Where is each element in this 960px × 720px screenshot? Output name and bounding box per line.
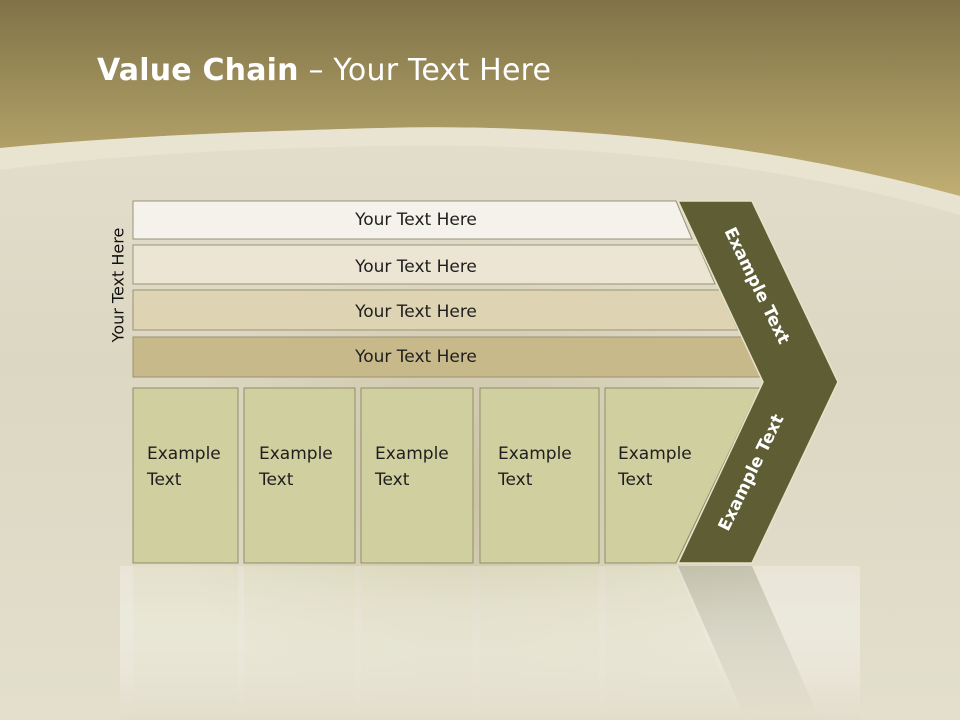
column-2-line1: Example [259, 444, 333, 464]
column-2 [243, 387, 356, 564]
side-vertical-label: Your Text Here [108, 227, 128, 343]
title-bold: Value Chain [97, 53, 299, 88]
column-1-line2: Text [146, 470, 182, 490]
column-5 [604, 387, 761, 564]
columns-group: Example Text Example Text Example Text E… [132, 387, 761, 564]
column-5-line1: Example [618, 444, 692, 464]
band-1 [132, 200, 693, 240]
column-2-line2: Text [258, 470, 294, 490]
column-1 [132, 387, 239, 564]
chevron-arrow [676, 200, 839, 564]
header-swoosh [0, 127, 960, 215]
page-title: Value Chain – Your Text Here [97, 53, 551, 88]
column-5-line2: Text [617, 470, 653, 490]
column-4-line2: Text [497, 470, 533, 490]
bands-group: Your Text Here Your Text Here Your Text … [132, 200, 764, 378]
column-4-line1: Example [498, 444, 572, 464]
column-4 [479, 387, 600, 564]
header-band [0, 0, 960, 196]
reflection-fade [120, 566, 860, 720]
band-1-label: Your Text Here [354, 210, 477, 230]
column-1-line1: Example [147, 444, 221, 464]
column-3 [360, 387, 474, 564]
band-4-label: Your Text Here [354, 347, 477, 367]
column-3-line2: Text [374, 470, 410, 490]
band-3-label: Your Text Here [354, 302, 477, 322]
column-3-line1: Example [375, 444, 449, 464]
band-2 [132, 244, 716, 285]
band-2-label: Your Text Here [354, 257, 477, 277]
title-rest: – Your Text Here [298, 53, 552, 88]
